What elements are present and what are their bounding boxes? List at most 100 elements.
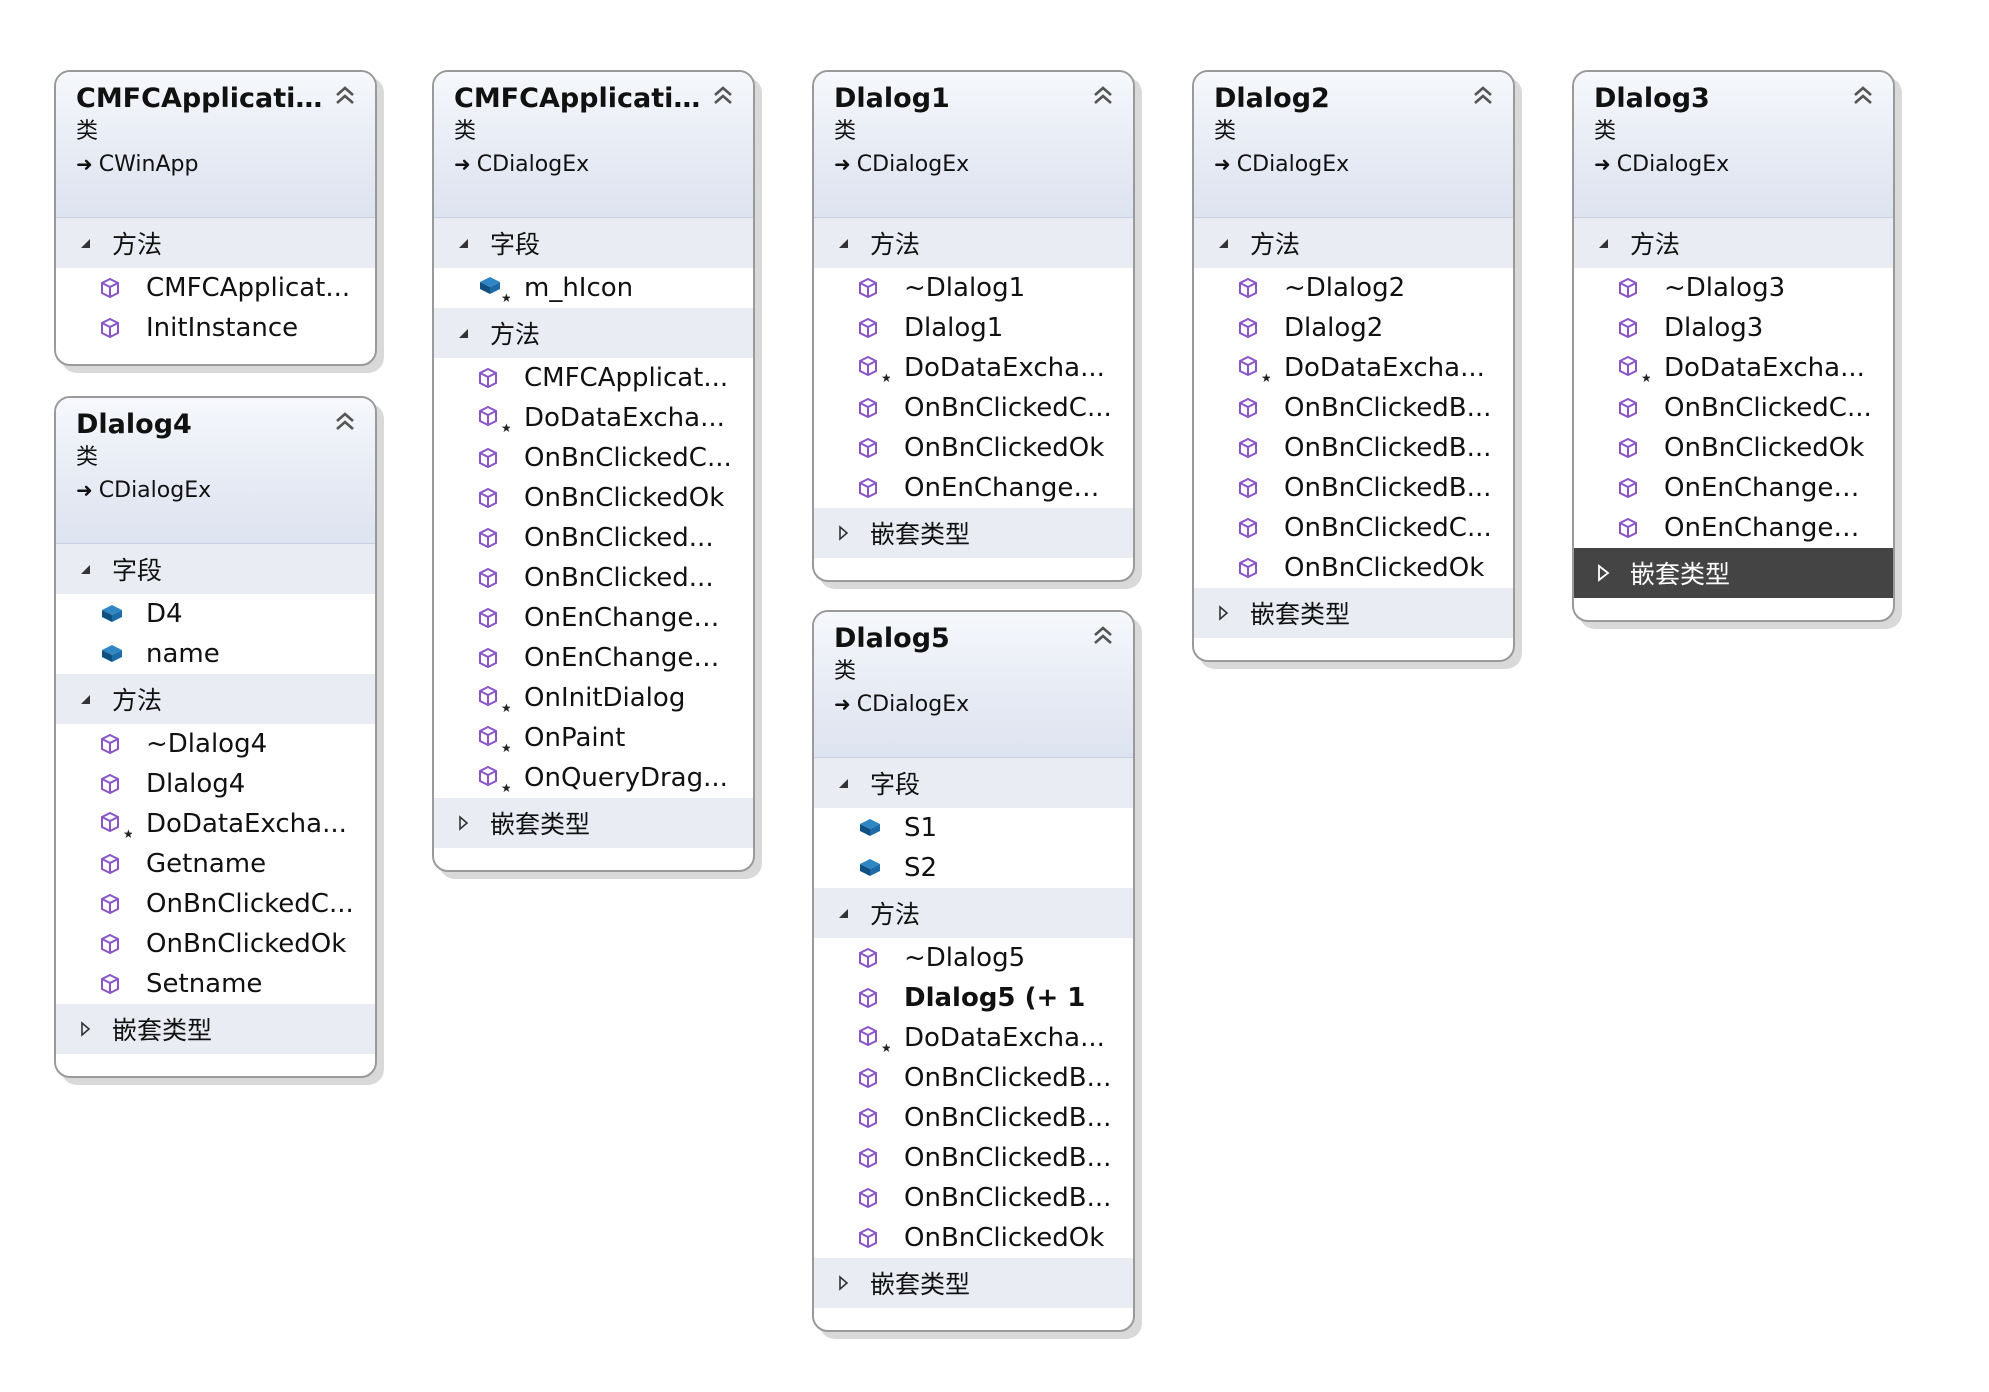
section-methods[interactable]: 方法 [814, 888, 1133, 938]
method-name: Dlalog2 [1284, 313, 1384, 343]
field-item[interactable]: m_hIcon [434, 268, 753, 308]
method-item[interactable]: ~Dlalog1 [814, 268, 1133, 308]
class-card-dlalog3[interactable]: Dlalog3 类 ➜CDialogEx 方法 ~Dlalog3 Dlalog3… [1572, 70, 1895, 622]
method-item[interactable]: OnBnClickedB... [814, 1138, 1133, 1178]
method-item[interactable]: OnBnClickedC... [434, 438, 753, 478]
method-item[interactable]: OnBnClickedB... [1194, 388, 1513, 428]
section-methods[interactable]: 方法 [1194, 218, 1513, 268]
class-name: Dlalog4 [76, 409, 192, 440]
method-item[interactable]: DoDataExcha... [56, 804, 375, 844]
collapse-card-icon[interactable] [331, 82, 359, 110]
section-methods[interactable]: 方法 [814, 218, 1133, 268]
method-item[interactable]: ~Dlalog4 [56, 724, 375, 764]
method-icon [1616, 273, 1650, 303]
collapse-card-icon[interactable] [1849, 82, 1877, 110]
protected-field-icon [476, 273, 510, 303]
collapse-card-icon[interactable] [709, 82, 737, 110]
field-item[interactable]: S1 [814, 808, 1133, 848]
base-class: ➜CWinApp [76, 149, 359, 180]
method-item[interactable]: ~Dlalog5 [814, 938, 1133, 978]
class-card-app[interactable]: CMFCApplicati... 类 ➜CWinApp 方法 CMFCAppli… [54, 70, 377, 366]
method-item[interactable]: OnBnClickedOk [1574, 428, 1893, 468]
method-icon [1236, 473, 1270, 503]
section-fields[interactable]: 字段 [814, 758, 1133, 808]
method-icon [1236, 513, 1270, 543]
section-label: 嵌套类型 [490, 810, 591, 839]
section-nested-types[interactable]: 嵌套类型 [814, 1258, 1133, 1308]
section-nested-types[interactable]: 嵌套类型 [434, 798, 753, 848]
method-item[interactable]: OnBnClickedB... [814, 1058, 1133, 1098]
method-item[interactable]: OnBnClickedC... [1194, 508, 1513, 548]
class-card-main-dialog[interactable]: CMFCApplicati... 类 ➜CDialogEx 字段 m_hIcon… [432, 70, 755, 872]
method-item[interactable]: OnBnClickedB... [1194, 428, 1513, 468]
method-icon [856, 273, 890, 303]
method-icon [856, 943, 890, 973]
method-item[interactable]: OnBnClickedB... [814, 1098, 1133, 1138]
field-item[interactable]: D4 [56, 594, 375, 634]
method-item[interactable]: OnBnClickedOk [814, 1218, 1133, 1258]
method-item[interactable]: OnBnClickedOk [814, 428, 1133, 468]
method-item[interactable]: CMFCApplicat... [434, 358, 753, 398]
method-item[interactable]: OnBnClickedOk [434, 478, 753, 518]
method-item[interactable]: OnBnClickedC... [1574, 388, 1893, 428]
method-item[interactable]: ~Dlalog2 [1194, 268, 1513, 308]
method-item[interactable]: OnQueryDrag... [434, 758, 753, 798]
method-item[interactable]: ~Dlalog3 [1574, 268, 1893, 308]
method-item[interactable]: DoDataExcha... [1574, 348, 1893, 388]
method-item[interactable]: Dlalog2 [1194, 308, 1513, 348]
method-item[interactable]: OnBnClickedB... [1194, 468, 1513, 508]
method-item[interactable]: OnBnClickedOk [1194, 548, 1513, 588]
method-item[interactable]: OnEnChangeE... [814, 468, 1133, 508]
class-card-dlalog1[interactable]: Dlalog1 类 ➜CDialogEx 方法 ~Dlalog1 Dlalog1… [812, 70, 1135, 582]
method-item[interactable]: CMFCApplicat... [56, 268, 375, 308]
base-class: ➜CDialogEx [76, 475, 359, 506]
method-item[interactable]: OnEnChangeE... [434, 598, 753, 638]
class-card-dlalog4[interactable]: Dlalog4 类 ➜CDialogEx 字段 D4 name 方法 ~Dlal… [54, 396, 377, 1078]
method-item[interactable]: DoDataExcha... [814, 1018, 1133, 1058]
method-item[interactable]: OnBnClickedOk [56, 924, 375, 964]
method-item[interactable]: OnBnClickedB... [814, 1178, 1133, 1218]
section-nested-types-selected[interactable]: 嵌套类型 [1574, 548, 1893, 598]
expanded-triangle-icon [1214, 234, 1232, 252]
method-item[interactable]: OnBnClickedC... [56, 884, 375, 924]
section-fields[interactable]: 字段 [434, 218, 753, 268]
field-item[interactable]: S2 [814, 848, 1133, 888]
method-item[interactable]: OnBnClicked... [434, 518, 753, 558]
section-methods[interactable]: 方法 [56, 218, 375, 268]
method-item[interactable]: OnEnChangeE... [1574, 468, 1893, 508]
collapse-card-icon[interactable] [331, 408, 359, 436]
section-nested-types[interactable]: 嵌套类型 [814, 508, 1133, 558]
method-name: OnBnClickedB... [1284, 393, 1492, 423]
method-item[interactable]: Getname [56, 844, 375, 884]
section-fields[interactable]: 字段 [56, 544, 375, 594]
method-item[interactable]: OnInitDialog [434, 678, 753, 718]
method-item[interactable]: Dlalog1 [814, 308, 1133, 348]
method-item[interactable]: OnEnChangeE... [434, 638, 753, 678]
section-methods[interactable]: 方法 [56, 674, 375, 724]
method-item[interactable]: OnBnClickedC... [814, 388, 1133, 428]
method-item[interactable]: Dlalog4 [56, 764, 375, 804]
section-methods[interactable]: 方法 [1574, 218, 1893, 268]
protected-method-icon [1616, 353, 1650, 383]
collapse-card-icon[interactable] [1089, 82, 1117, 110]
method-item[interactable]: Dlalog3 [1574, 308, 1893, 348]
field-item[interactable]: name [56, 634, 375, 674]
method-icon [1236, 553, 1270, 583]
class-card-dlalog2[interactable]: Dlalog2 类 ➜CDialogEx 方法 ~Dlalog2 Dlalog2… [1192, 70, 1515, 662]
section-methods[interactable]: 方法 [434, 308, 753, 358]
method-item[interactable]: Setname [56, 964, 375, 1004]
method-item[interactable]: OnBnClicked... [434, 558, 753, 598]
method-item[interactable]: DoDataExcha... [434, 398, 753, 438]
class-card-dlalog5[interactable]: Dlalog5 类 ➜CDialogEx 字段 S1 S2 方法 ~Dlalog… [812, 610, 1135, 1332]
method-item[interactable]: DoDataExcha... [814, 348, 1133, 388]
method-item[interactable]: OnPaint [434, 718, 753, 758]
method-item[interactable]: OnEnChangeE... [1574, 508, 1893, 548]
section-nested-types[interactable]: 嵌套类型 [1194, 588, 1513, 638]
method-item[interactable]: DoDataExcha... [1194, 348, 1513, 388]
section-nested-types[interactable]: 嵌套类型 [56, 1004, 375, 1054]
collapse-card-icon[interactable] [1089, 622, 1117, 650]
method-item[interactable]: InitInstance [56, 308, 375, 348]
collapse-card-icon[interactable] [1469, 82, 1497, 110]
method-item[interactable]: Dlalog5 (+ 1 [814, 978, 1133, 1018]
protected-method-icon [476, 403, 510, 433]
